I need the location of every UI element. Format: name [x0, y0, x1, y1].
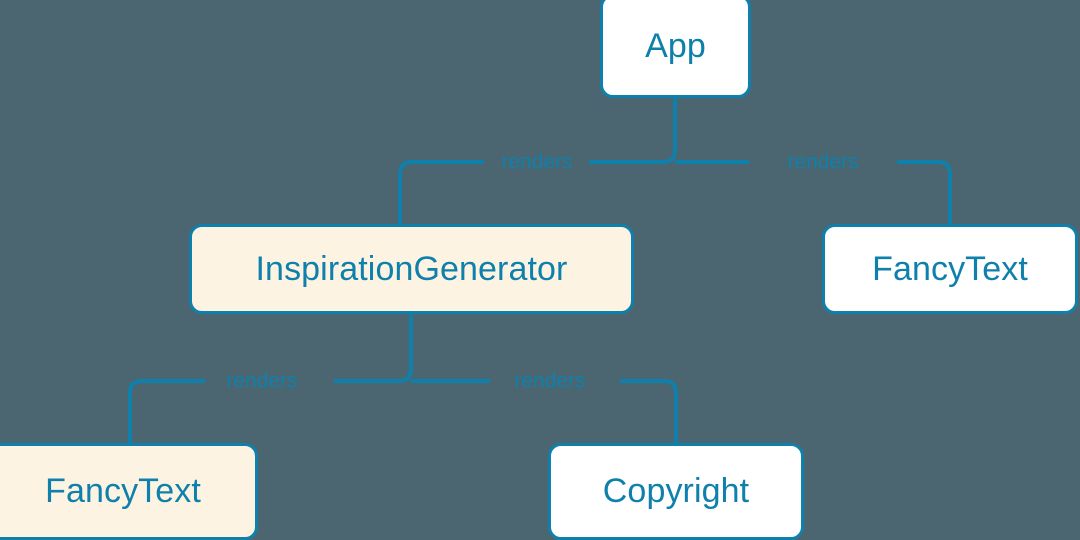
edge-inspiration-stem [334, 314, 413, 383]
node-app[interactable]: App [600, 0, 751, 98]
edge-label-app-to-inspiration: renders [501, 150, 573, 174]
node-inspiration-generator[interactable]: InspirationGenerator [189, 224, 634, 314]
edge-app-to-inspiration [589, 98, 677, 164]
node-fancytext-right[interactable]: FancyText [822, 224, 1078, 314]
edge-inspiration-to-copyright-branch [620, 379, 678, 444]
edge-app-to-fancytext-right-branch [897, 160, 952, 225]
edge-label-app-to-fancytext: renders [787, 150, 859, 174]
node-fancytext-left[interactable]: FancyText [0, 443, 258, 540]
edge-label-inspiration-to-fancytext: renders [226, 369, 298, 393]
edge-inspiration-to-fancytext-left [128, 379, 205, 444]
edge-label-inspiration-to-copyright: renders [514, 369, 586, 393]
node-copyright[interactable]: Copyright [548, 443, 804, 540]
edge-app-to-inspiration-left-branch [398, 160, 484, 225]
